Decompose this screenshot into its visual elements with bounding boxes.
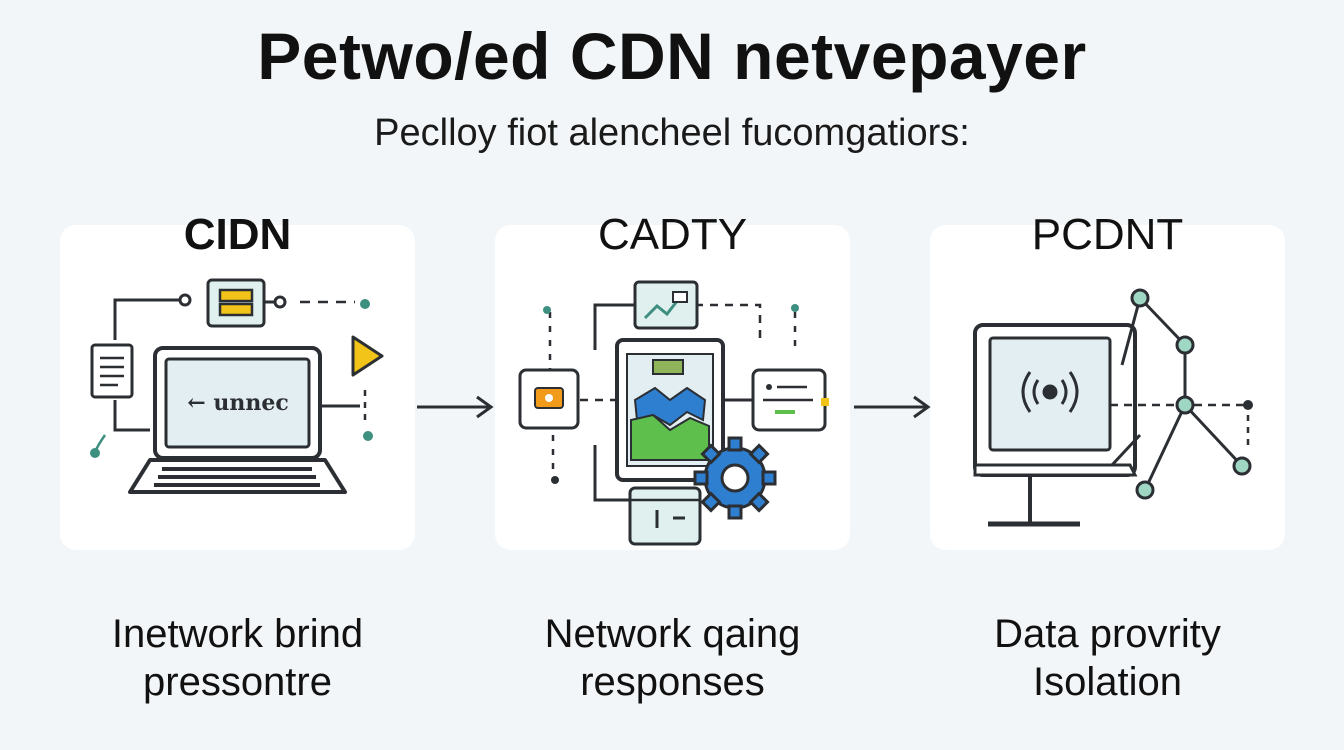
panel-3-caption-line-1: Data provrity [994, 612, 1221, 656]
panel-1-caption: Inetwork brind pressontre [40, 610, 435, 706]
node-dot-icon [360, 299, 370, 309]
gear-icon [693, 436, 777, 520]
panel-3-illustration [973, 288, 1253, 527]
node-dot-icon [273, 295, 287, 309]
message-card-icon [751, 368, 829, 432]
panel-1-caption-line-2: pressontre [143, 660, 332, 704]
node-dot-icon [363, 431, 373, 441]
panel-2-caption: Network qaing responses [475, 610, 870, 706]
node-dot-icon [543, 306, 551, 314]
component-box-icon [518, 368, 580, 430]
panel-3-label: PCDNT [1031, 210, 1184, 259]
panel-2-caption-line-2: responses [580, 660, 765, 704]
diagram-title: Petwo/ed CDN netvepayer [257, 19, 1087, 93]
play-icon [351, 335, 384, 377]
panel-1-caption-line-1: Inetwork brind [111, 612, 364, 656]
chart-box-icon [633, 280, 699, 330]
laptop-screen-text: ← unnec [187, 390, 288, 416]
node-dot-icon [90, 448, 100, 458]
panel-3-caption: Data provrity Isolation [910, 610, 1305, 706]
panel-1-illustration: ← unnec [90, 278, 384, 494]
panel-2-caption-line-1: Network qaing [544, 612, 801, 656]
monitor-icon [973, 323, 1138, 527]
panel-1-label: CIDN [183, 210, 292, 259]
node-dot-icon [791, 304, 799, 312]
panel-2-label: CADTY [597, 210, 748, 259]
server-box-icon [206, 278, 266, 328]
laptop-icon [128, 346, 347, 494]
flow-arrow-1 [417, 395, 494, 419]
panel-3-caption-line-2: Isolation [1033, 660, 1182, 704]
panel-2-illustration [518, 280, 829, 546]
node-dot-icon [178, 293, 192, 307]
diagram-subtitle: Peclloy fiot alencheel fucomgatiors: [374, 112, 970, 154]
flow-arrow-2 [854, 395, 931, 419]
network-graph-icon [1110, 288, 1253, 500]
document-icon [90, 343, 134, 399]
tablet-map-icon [615, 338, 725, 482]
node-dot-icon [551, 476, 559, 484]
device-box-icon [628, 486, 702, 546]
signal-icon [1021, 371, 1079, 413]
connector-lines [93, 298, 367, 453]
